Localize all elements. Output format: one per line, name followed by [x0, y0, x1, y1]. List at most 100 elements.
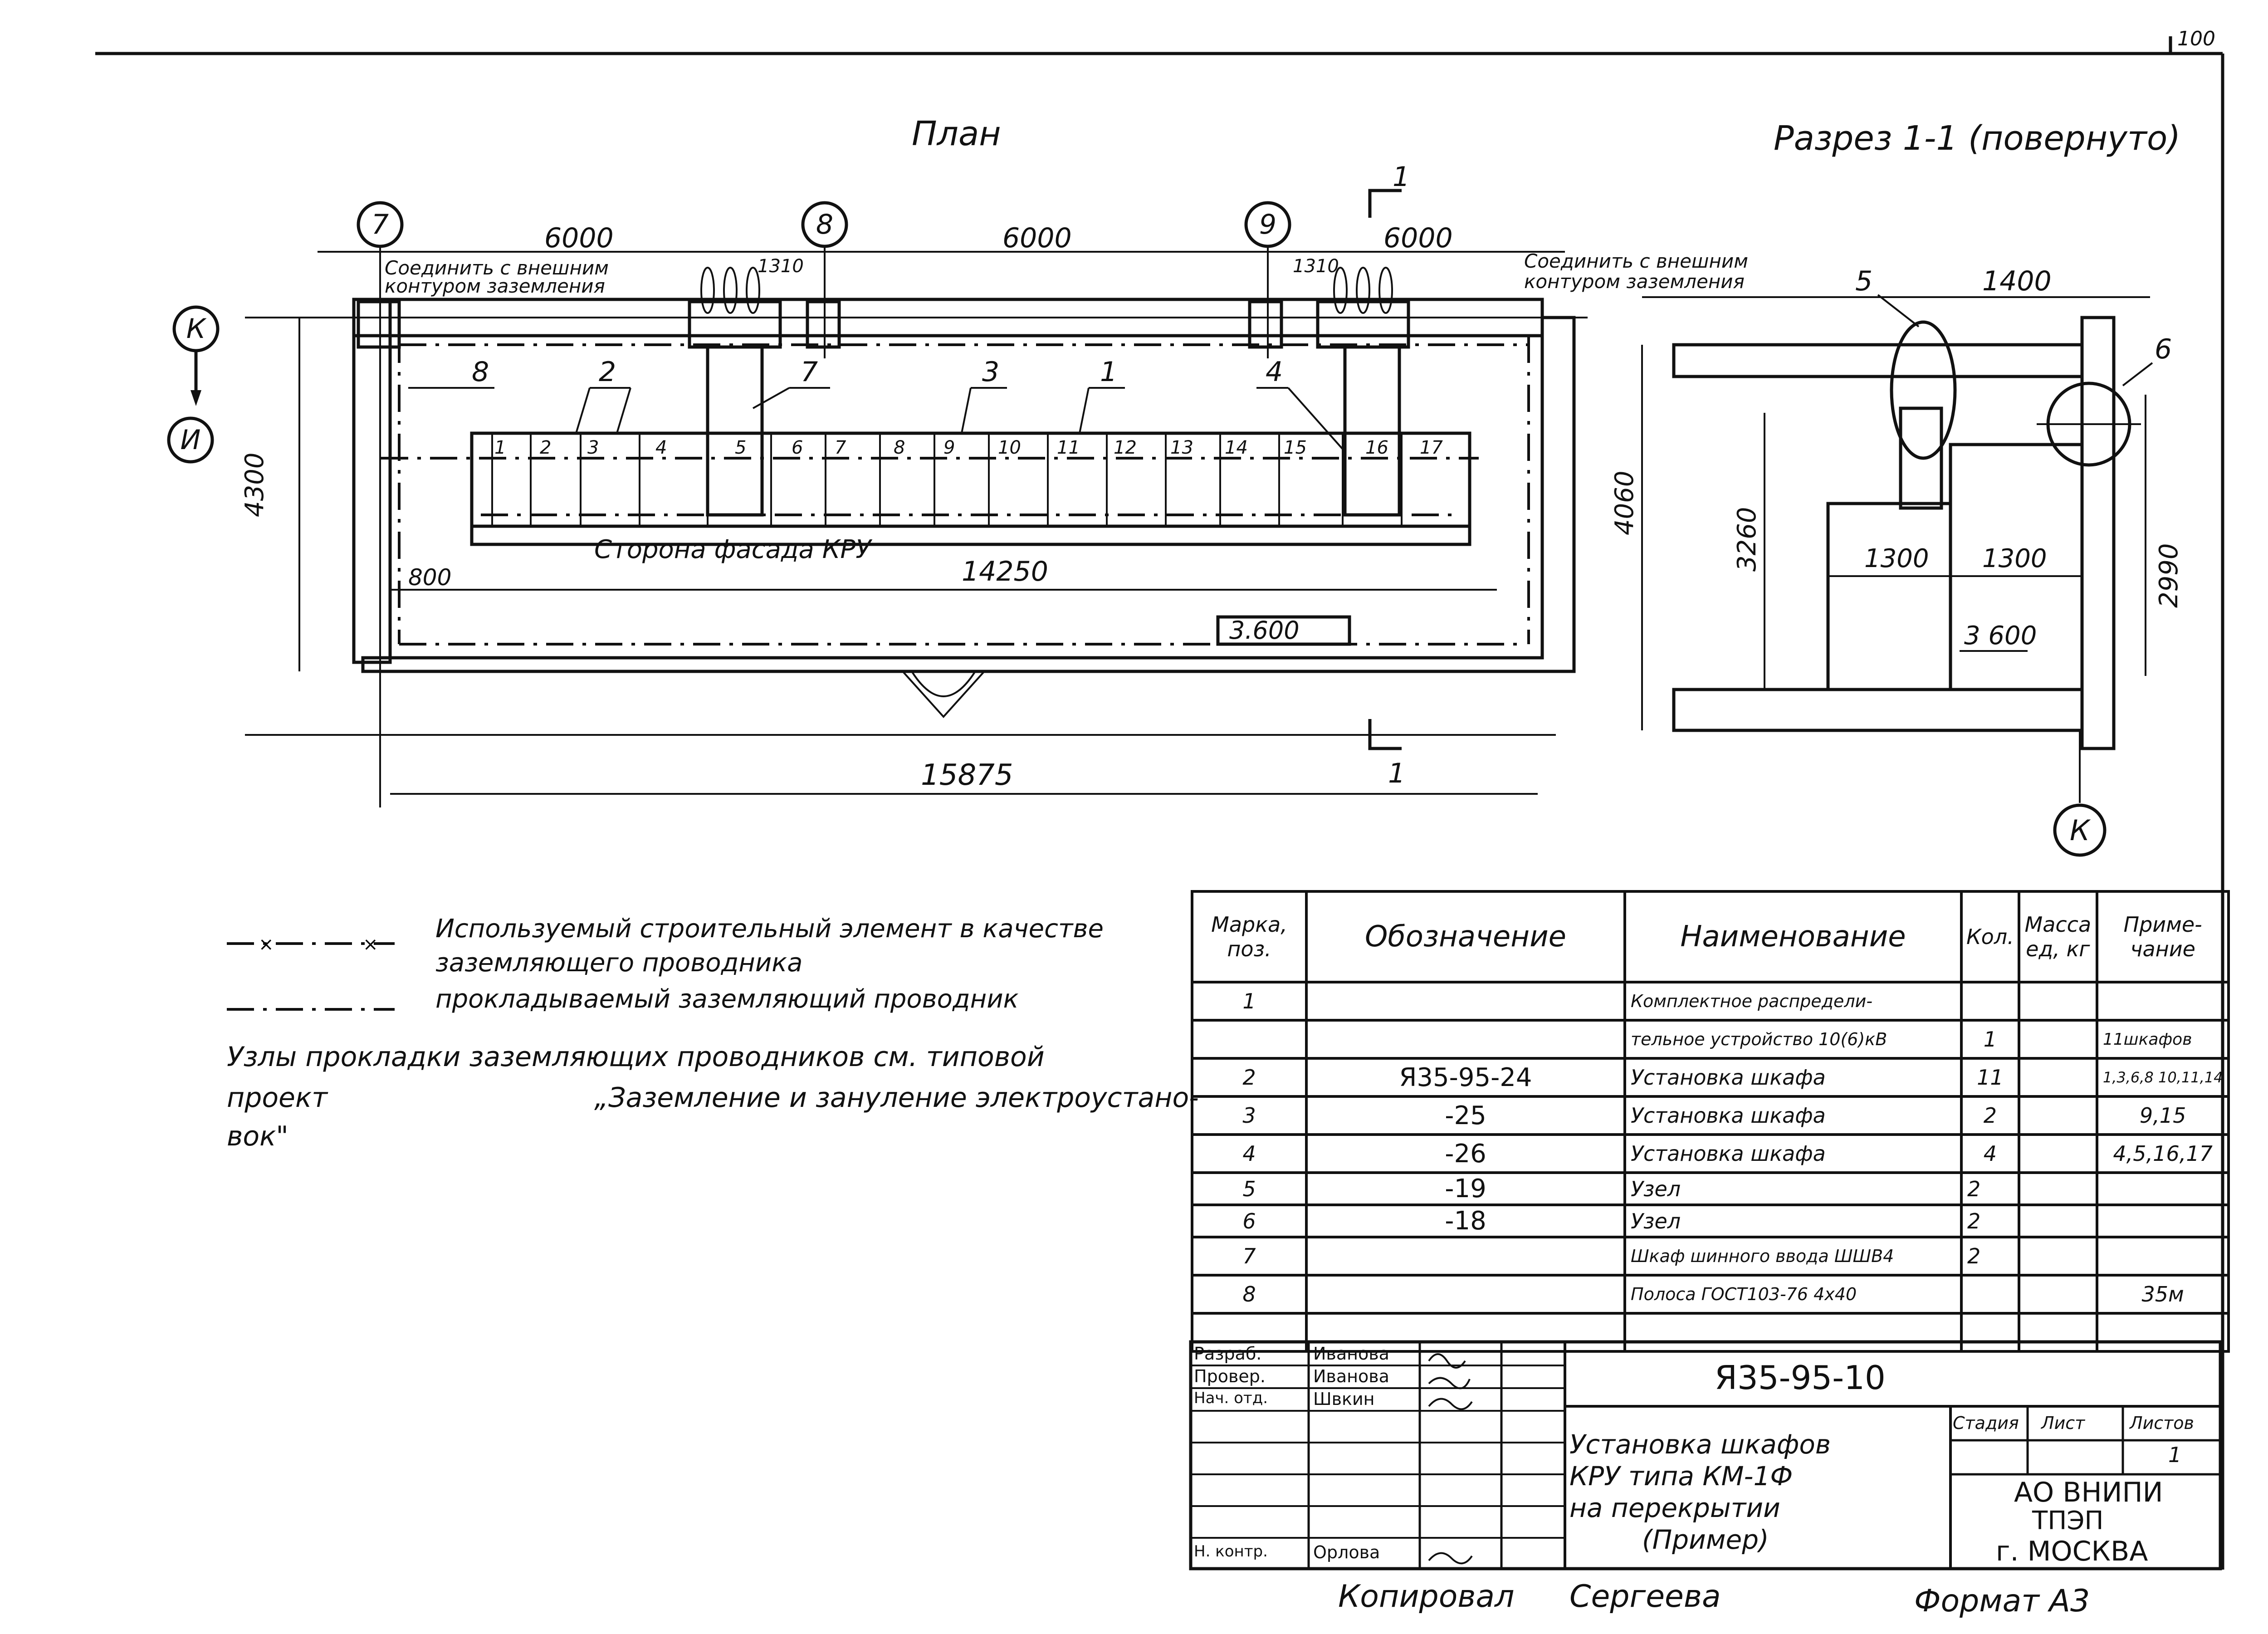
- section-dim-2990: 2990: [2154, 543, 2184, 608]
- door-swing: [911, 670, 976, 697]
- legend-cross-a: ×: [259, 934, 274, 955]
- svg-text:17: 17: [1420, 437, 1443, 458]
- svg-text:8: 8: [816, 209, 833, 240]
- tb-org-1: АО ВНИПИ: [2014, 1477, 2163, 1508]
- svg-text:8: 8: [894, 437, 905, 458]
- spec-note: 1,3,6,8 10,11,14: [2095, 1057, 2230, 1098]
- spec-header-qty: Кол.: [1960, 890, 2020, 983]
- spec-designation: [1305, 1019, 1626, 1060]
- tb-title-4: (Пример): [1642, 1524, 1769, 1555]
- spec-note: 4,5,16,17: [2095, 1133, 2230, 1174]
- facade-label: Сторона фасада КРУ: [594, 535, 873, 564]
- table-row: 3 -25 Установка шкафа 2 9,15: [1191, 1095, 2230, 1136]
- signature-4: [1428, 1552, 1473, 1565]
- table-row: 6 -18 Узел 2: [1191, 1203, 2230, 1238]
- spec-note: 35м: [2095, 1274, 2230, 1315]
- tb-role-1: Разраб.: [1194, 1344, 1262, 1364]
- footer-format: Формат А3: [1914, 1583, 2090, 1619]
- spec-pos: 2: [1191, 1057, 1308, 1098]
- legend-text-1b: заземляющего проводника: [435, 948, 803, 978]
- spec-mass: [2017, 981, 2098, 1022]
- plan-callouts: 8 2 7 3 1 4: [472, 356, 1283, 388]
- spec-designation: -26: [1305, 1133, 1626, 1174]
- section-axis-k: К: [2053, 803, 2107, 857]
- kru-base: [470, 524, 1471, 546]
- spec-note: [2095, 1236, 2230, 1277]
- door-opening: [902, 670, 985, 718]
- section-dim-1300a: 1300: [1864, 544, 1929, 573]
- connect-left-line1: Соединить с внешним: [385, 257, 609, 279]
- svg-text:5: 5: [735, 437, 746, 458]
- svg-text:9: 9: [1259, 209, 1276, 240]
- svg-text:3: 3: [587, 437, 599, 458]
- column-8: [806, 300, 841, 349]
- tb-doc-code: Я35-95-10: [1715, 1359, 1886, 1397]
- spec-note: [2095, 1203, 2230, 1238]
- callout-leaders: [408, 387, 1344, 450]
- section-bus-riser: [1899, 406, 1943, 510]
- spec-name: Установка шкафа: [1623, 1095, 1963, 1136]
- left-wall: [352, 298, 392, 664]
- spec-mass: [2017, 1171, 2098, 1206]
- section-callout-6: 6: [2155, 333, 2172, 365]
- insulators-left: [700, 267, 760, 314]
- spec-mass: [2017, 1057, 2098, 1098]
- axis-8: 8: [801, 201, 848, 248]
- plan-title: План: [912, 114, 1001, 153]
- section-dim-3260: 3260: [1732, 507, 1762, 572]
- svg-text:1: 1: [494, 437, 506, 458]
- spec-note: 9,15: [2095, 1095, 2230, 1136]
- spec-pos: 4: [1191, 1133, 1308, 1174]
- spec-qty: 2: [1960, 1171, 2020, 1206]
- svg-text:2: 2: [540, 437, 551, 458]
- spec-header-note: Приме-чание: [2095, 890, 2230, 983]
- tb-title-3: на перекрытии: [1569, 1492, 1780, 1523]
- kru-cell-dividers: [491, 433, 1403, 526]
- section-marker-top: [1368, 189, 1402, 218]
- svg-text:9: 9: [943, 437, 955, 458]
- dim-6000-a: 6000: [544, 222, 614, 254]
- dim-800: 800: [408, 564, 451, 591]
- spec-name: тельное устройство 10(6)кВ: [1623, 1019, 1963, 1060]
- callout-6-leader: [2122, 362, 2153, 386]
- spec-note: 11шкафов: [2095, 1019, 2230, 1060]
- spec-designation: Я35-95-24: [1305, 1057, 1626, 1098]
- spec-mass: [2017, 1236, 2098, 1277]
- table-row: 5 -19 Узел 2: [1191, 1171, 2230, 1206]
- svg-text:4: 4: [655, 437, 667, 458]
- tb-name-2: Иванова: [1313, 1366, 1389, 1386]
- svg-text:14: 14: [1225, 437, 1248, 458]
- spec-pos: 5: [1191, 1171, 1308, 1206]
- right-bottom-wall: [361, 316, 1576, 673]
- connect-right-line2: контуром заземления: [1524, 270, 1745, 293]
- svg-text:4: 4: [1266, 356, 1283, 388]
- svg-text:И: И: [181, 424, 201, 456]
- spec-note: [2095, 1171, 2230, 1206]
- spec-name: Шкаф шинного ввода ШШВ4: [1623, 1236, 1963, 1277]
- spec-qty: 2: [1960, 1095, 2020, 1136]
- dim-14250: 14250: [962, 556, 1048, 587]
- spec-pos: 3: [1191, 1095, 1308, 1136]
- dim-6000-c: 6000: [1383, 222, 1453, 254]
- svg-text:6: 6: [792, 437, 803, 458]
- tb-title-2: КРУ типа КМ-1Ф: [1569, 1461, 1793, 1492]
- signature-2: [1428, 1377, 1471, 1389]
- column-7: [357, 300, 401, 349]
- signature-1: [1428, 1353, 1466, 1369]
- tb-sheets-value: 1: [2168, 1443, 2182, 1467]
- axis-arrow-head: [191, 390, 201, 406]
- spec-pos: 1: [1191, 981, 1308, 1022]
- spec-header-row: Марка,поз. Обозначение Наименование Кол.…: [1191, 890, 2230, 983]
- table-row-empty: [1191, 1312, 2230, 1353]
- legend-note-a: Узлы прокладки заземляющих проводников с…: [227, 1041, 1045, 1073]
- kru-cabinet-back: [1949, 443, 2084, 691]
- svg-text:7: 7: [835, 437, 846, 458]
- kru-cell-numbers: 1 2 3 4 5 6 7 8 9 10 11 12 13 14 15 16 1…: [494, 437, 1443, 458]
- tb-name-1: Иванова: [1313, 1344, 1389, 1364]
- spec-name: Установка шкафа: [1623, 1057, 1963, 1098]
- legend-note-c: вок": [227, 1120, 288, 1152]
- spec-designation: -25: [1305, 1095, 1626, 1136]
- spec-name: Узел: [1623, 1171, 1963, 1206]
